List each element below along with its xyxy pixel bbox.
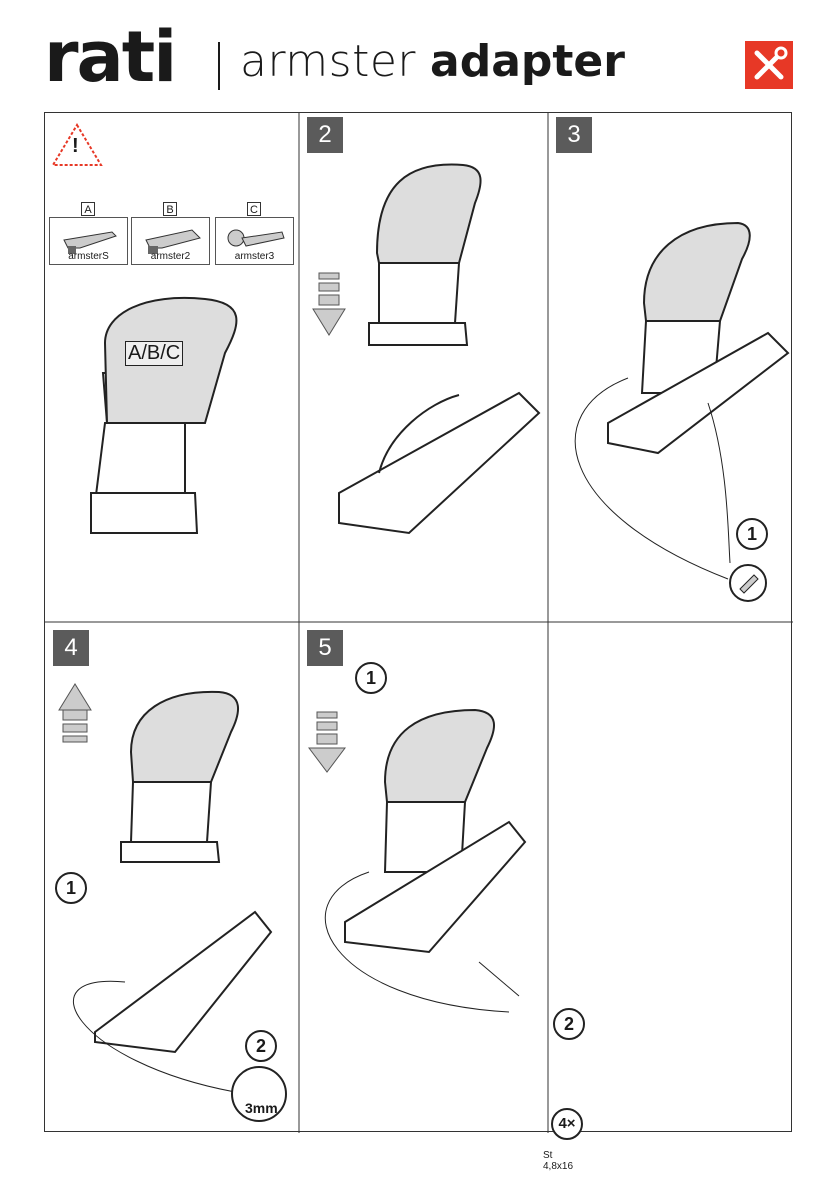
step-number: 5 bbox=[307, 630, 343, 666]
step-number: 3 bbox=[556, 117, 592, 153]
step-number: 2 bbox=[307, 117, 343, 153]
model-a-letter: A bbox=[81, 202, 95, 216]
drill-size: 3mm bbox=[245, 1100, 278, 1116]
panel-1: ! A armsterS B armster2 C armster3 bbox=[45, 113, 299, 622]
model-a-card: armsterS bbox=[49, 217, 128, 265]
warning-icon bbox=[51, 123, 103, 166]
product-name: armster bbox=[240, 36, 416, 87]
panel-5: 5 1 2 4× St 4,8x16 bbox=[299, 622, 585, 1172]
header-divider bbox=[218, 42, 220, 90]
panel-6 bbox=[548, 622, 793, 1133]
step-number: 4 bbox=[53, 630, 89, 666]
armrest-illustration bbox=[90, 297, 238, 534]
panel-4: 4 1 2 3mm bbox=[45, 622, 299, 1133]
model-a-label: armsterS bbox=[68, 251, 109, 262]
screw-spec: St 4,8x16 bbox=[543, 1150, 574, 1172]
grid-lines bbox=[45, 113, 793, 1133]
tools-icon bbox=[745, 41, 793, 89]
clip-tool-icon bbox=[729, 564, 767, 602]
step-3-illustration bbox=[574, 221, 790, 580]
warning-symbol: ! bbox=[72, 135, 79, 157]
step-4-illustration bbox=[58, 683, 273, 1093]
variant-label: A/B/C bbox=[125, 341, 184, 366]
model-c-card: armster3 bbox=[215, 217, 294, 265]
callout-1: 1 bbox=[55, 872, 87, 904]
step-5-illustration bbox=[308, 708, 527, 1013]
down-arrow-icon bbox=[312, 272, 346, 336]
up-arrow-icon bbox=[58, 683, 92, 743]
panel-2: 2 bbox=[299, 113, 548, 622]
step-2-illustration bbox=[312, 163, 541, 535]
callout-2: 2 bbox=[245, 1030, 277, 1062]
down-arrow-icon bbox=[308, 711, 346, 773]
callout-2: 2 bbox=[553, 1008, 585, 1040]
callout-1: 1 bbox=[736, 518, 768, 550]
armrest-icon bbox=[145, 229, 201, 254]
screw-quantity: 4× bbox=[551, 1108, 583, 1140]
callout-1: 1 bbox=[355, 662, 387, 694]
model-b-card: armster2 bbox=[131, 217, 210, 265]
instruction-grid: ! A armsterS B armster2 C armster3 bbox=[44, 112, 793, 1172]
product-subname: adapter bbox=[430, 36, 625, 87]
model-c-label: armster3 bbox=[234, 251, 275, 262]
drill-icon bbox=[231, 1066, 287, 1122]
panel-3: 3 1 bbox=[548, 113, 793, 622]
model-c-letter: C bbox=[247, 202, 261, 216]
armrest-icon bbox=[63, 231, 117, 254]
armrest-icon bbox=[227, 229, 285, 247]
page-header: rati armster adapter bbox=[0, 0, 838, 110]
model-b-letter: B bbox=[163, 202, 177, 216]
model-b-label: armster2 bbox=[150, 251, 191, 262]
brand-logo: rati bbox=[44, 16, 177, 98]
